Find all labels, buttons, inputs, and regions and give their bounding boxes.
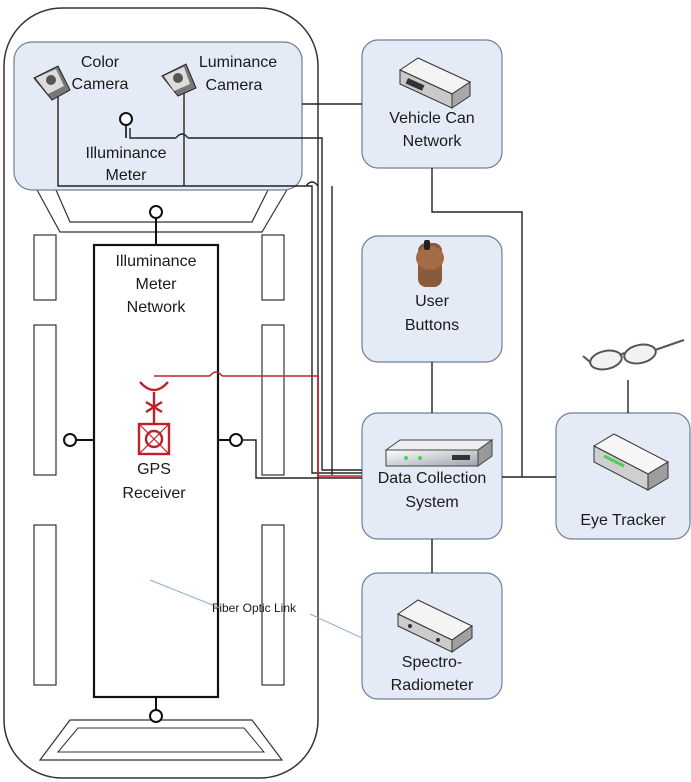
vehicle-window — [261, 324, 285, 476]
camera-panel — [13, 41, 303, 191]
label-fiber-optic-link: Fiber Optic Link — [212, 601, 297, 615]
fiber-optic-link — [149, 579, 363, 639]
server-icon — [384, 439, 494, 467]
label-data-collection-system: Data Collection System — [378, 470, 487, 511]
meter-sensor-top — [149, 205, 163, 245]
spectroradiometer-icon — [397, 599, 473, 653]
label-line: Color — [81, 54, 120, 71]
label-line: Receiver — [122, 485, 186, 502]
vehicle-window — [33, 234, 57, 301]
label-luminance-camera: Luminance Camera — [199, 54, 277, 94]
label-line: System — [405, 494, 458, 511]
label-line: Luminance — [199, 54, 277, 71]
label-spectro-radiometer: Spectro- Radiometer — [391, 654, 474, 694]
meter-sensor-bottom — [149, 697, 163, 723]
label-illuminance-meter: Illuminance Meter — [86, 145, 167, 184]
connection-lines — [57, 86, 629, 573]
label-line: Camera — [206, 77, 263, 94]
gps-cable — [154, 371, 362, 477]
network-device-icon — [398, 57, 472, 109]
hand-button-icon — [416, 240, 444, 287]
meter-sensor-right — [218, 433, 243, 447]
camera-icon — [33, 65, 71, 101]
eye-tracker-device-icon — [592, 433, 670, 491]
label-gps-receiver: GPS Receiver — [122, 461, 186, 502]
vehicle-window — [261, 234, 285, 301]
label-eye-tracker: Eye Tracker — [580, 512, 666, 529]
camera-icon — [161, 63, 197, 97]
gps-receiver-icon — [137, 422, 171, 456]
label-user-buttons: User Buttons — [405, 293, 459, 334]
vehicle-window — [261, 524, 285, 686]
label-line: Illuminance — [116, 253, 197, 270]
label-line: Data Collection — [378, 470, 487, 487]
label-line: GPS — [137, 461, 171, 478]
label-line: Radiometer — [391, 677, 474, 694]
label-line: Network — [403, 133, 463, 150]
vehicle-window — [33, 524, 57, 686]
label-line: Buttons — [405, 317, 459, 334]
sensor-icon — [119, 112, 133, 138]
label-line: Camera — [72, 76, 129, 93]
antenna-icon — [139, 381, 169, 424]
label-line: Meter — [106, 167, 148, 184]
label-vehicle-can-network: Vehicle Can Network — [389, 110, 474, 150]
label-line: Meter — [136, 276, 178, 293]
meter-sensor-left — [63, 433, 94, 447]
vehicle-window — [33, 324, 57, 476]
label-line: Illuminance — [86, 145, 167, 162]
label-line: User — [415, 293, 449, 310]
glasses-icon — [582, 339, 685, 371]
label-color-camera: Color Camera — [72, 54, 129, 93]
label-line: Vehicle Can — [389, 110, 474, 127]
label-meter-network: Illuminance Meter Network — [116, 253, 197, 316]
illuminance-meter-network-frame — [92, 243, 220, 699]
label-line: Network — [127, 299, 187, 316]
vehicle-rear-window — [38, 719, 284, 761]
label-line: Spectro- — [402, 654, 462, 671]
